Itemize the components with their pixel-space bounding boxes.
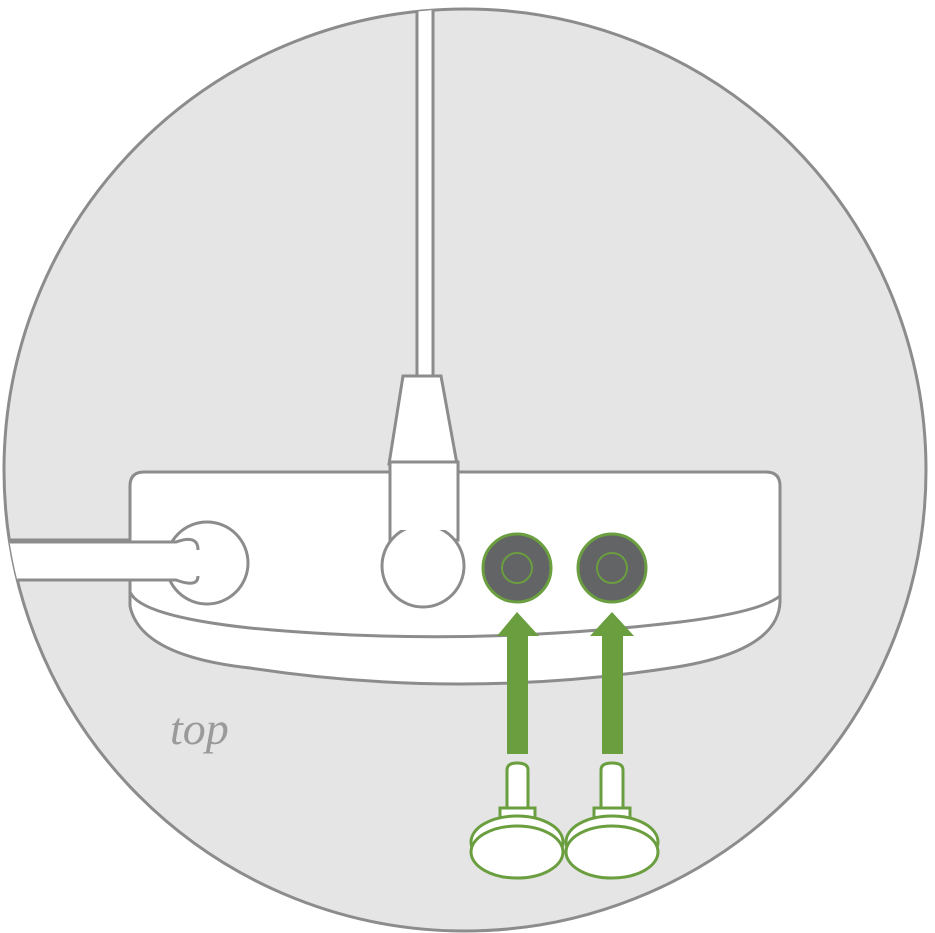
background-circle [2,7,928,933]
plug-2 [564,761,660,880]
label-top: top [170,703,229,754]
round-port-left [4,520,250,606]
plug-1 [469,761,565,880]
arrow-up-icon [497,612,539,754]
top-cable [387,9,459,466]
hole-1 [481,532,553,604]
arrow-up-icon [590,612,634,754]
round-port-center [380,460,466,609]
hole-2 [576,532,648,604]
